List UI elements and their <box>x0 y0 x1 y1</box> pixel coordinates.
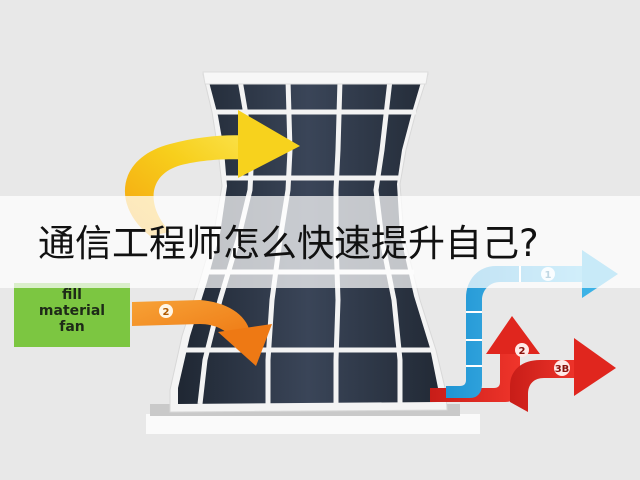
orange-curved-arrow-icon: 2 <box>132 300 272 366</box>
title-overlay-band <box>0 196 640 288</box>
red-lower-badge-label: 3B <box>555 364 570 375</box>
label-line-1: fill <box>62 287 82 303</box>
label-line-3: fan <box>59 319 85 335</box>
label-line-2: material <box>38 303 106 319</box>
tower-top-rim <box>202 71 429 85</box>
fill-material-fan-label: fill material fan <box>14 283 130 347</box>
orange-badge <box>159 304 173 318</box>
page-title: 通信工程师怎么快速提升自己? <box>38 222 539 265</box>
tower-base-platform <box>146 414 480 434</box>
red-upper-badge-label: 2 <box>519 346 526 357</box>
orange-badge-label: 2 <box>163 307 170 318</box>
red-upper-badge <box>515 343 529 357</box>
red-lower-badge <box>554 360 570 376</box>
